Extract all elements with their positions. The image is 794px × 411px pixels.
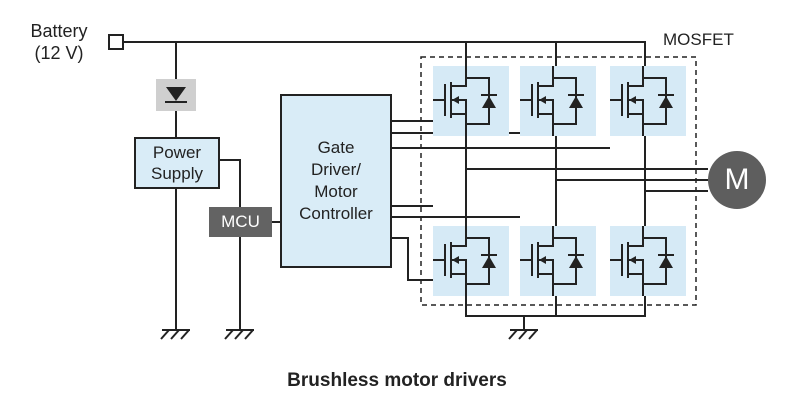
mosfet-arrow (452, 256, 459, 264)
battery-terminal (108, 34, 124, 50)
mosfet-label: MOSFET (663, 30, 734, 49)
battery-label: Battery (12 V) (18, 20, 100, 64)
mosfet-drain (628, 66, 644, 87)
gate-driver-line3: Motor (314, 182, 358, 201)
mosfet-arrow (539, 256, 546, 264)
mosfet-symbol (433, 66, 497, 136)
ground-hatch (224, 329, 234, 340)
mosfet-drain (538, 66, 554, 87)
mcu-ground (219, 159, 241, 330)
motor-circle (708, 151, 766, 209)
mosfet-symbol (433, 226, 497, 296)
diagram-caption: Brushless motor drivers (287, 370, 507, 391)
gate-driver-line1: Gate (317, 138, 355, 157)
mcu-box (209, 207, 272, 237)
ground-hatch (180, 329, 190, 340)
gate-driver-box (280, 94, 392, 268)
mosfet-boundary (420, 56, 697, 306)
body-diode (569, 96, 583, 108)
body-diode (482, 96, 496, 108)
ground-hatch (244, 329, 254, 340)
power-supply-box (134, 137, 220, 189)
ground-hatch (170, 329, 180, 340)
ground-hatch (528, 329, 538, 340)
ground-hatch (518, 329, 528, 340)
body-diode (659, 256, 673, 268)
motor-label: M (724, 163, 750, 196)
gate-wire-low (391, 237, 433, 281)
body-diode (569, 256, 583, 268)
ground-symbol (508, 329, 538, 340)
mosfet-symbol (520, 66, 584, 136)
power-supply-label: Power Supply (135, 138, 219, 188)
ground-hatch (508, 329, 518, 340)
gate-driver-line4: Controller (299, 204, 373, 223)
wires (123, 41, 708, 330)
mosfet-arrow (629, 256, 636, 264)
components (108, 34, 766, 340)
mosfet-arrow (539, 96, 546, 104)
ground-hatch (234, 329, 244, 340)
body-diode (659, 96, 673, 108)
diode-symbol (166, 87, 186, 101)
gate-driver-label: Gate Driver/ Motor Controller (281, 95, 391, 267)
ground-symbol (224, 329, 254, 340)
mosfet-arrow (452, 96, 459, 104)
battery-label-line1: Battery (30, 21, 88, 41)
ground-hatch (160, 329, 170, 340)
mosfet-drain (451, 66, 467, 87)
mosfet-arrow (629, 96, 636, 104)
mosfet-drain (538, 226, 554, 247)
power-supply-line2: Supply (151, 164, 203, 183)
ground-symbol (160, 329, 190, 340)
mosfet-symbol (610, 66, 674, 136)
power-supply-line1: Power (152, 143, 202, 162)
body-diode (482, 256, 496, 268)
battery-rail (123, 41, 646, 66)
battery-label-line2: (12 V) (34, 43, 84, 63)
mosfet-drain (628, 226, 644, 247)
mcu-label: MCU (221, 212, 260, 231)
mosfet-symbol (610, 226, 674, 296)
mosfet-drain (451, 226, 467, 247)
gate-driver-line2: Driver/ (310, 160, 362, 179)
mosfet-symbol (520, 226, 584, 296)
